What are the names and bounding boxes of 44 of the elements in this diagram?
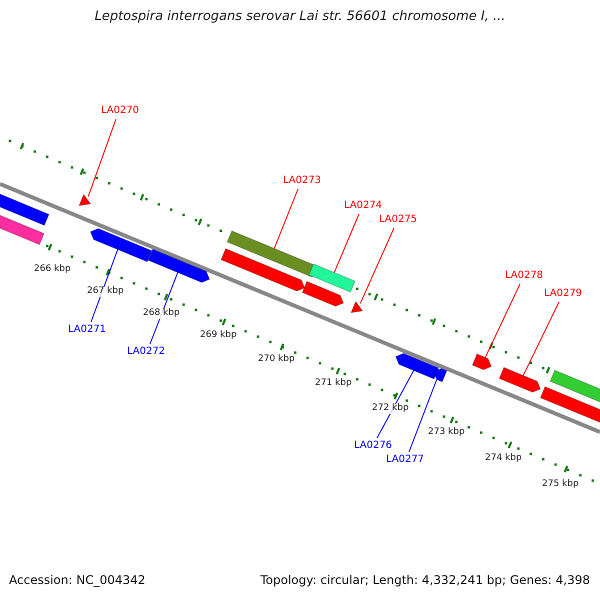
leader-line: [408, 379, 438, 452]
gene-label: LA0273: [281, 175, 323, 186]
gene-label: LA0272: [125, 346, 167, 357]
leader-line: [150, 272, 178, 344]
gene-label: LA0271: [66, 324, 108, 335]
accession-text: Accession: NC_004342: [9, 574, 146, 588]
gene-label: LA0270: [99, 105, 141, 116]
gene-segment: [540, 386, 600, 424]
gene-segment: [220, 248, 306, 292]
leader-line: [334, 214, 360, 273]
gene-segment: [90, 228, 152, 262]
gene-segment: [78, 194, 92, 206]
leader-line: [88, 118, 116, 197]
gene-label: LA0278: [503, 270, 545, 281]
scale-label: 274 kbp: [485, 454, 522, 464]
genome-info-text: Topology: circular; Length: 4,332,241 bp; Genes: 4,398: [260, 574, 590, 588]
leader-line: [360, 228, 394, 304]
leader-line: [522, 302, 560, 376]
gene-segment: [302, 280, 344, 307]
gene-segment: [350, 300, 364, 314]
scale-label: 269 kbp: [200, 331, 237, 341]
gene-label: LA0274: [342, 200, 384, 211]
gene-segment: [395, 352, 440, 380]
gene-segment: [308, 263, 356, 293]
gene-segment: [498, 366, 541, 393]
scale-label: 267 kbp: [87, 287, 124, 297]
title: Leptospira interrogans serovar Lai str. 56601 chromosome I, ...: [94, 10, 506, 24]
gene-label: LA0277: [384, 454, 426, 465]
scale-label: 275 kbp: [542, 480, 579, 490]
scale-label: 273 kbp: [428, 428, 465, 438]
gene-segment: [148, 248, 210, 283]
gene-label: LA0276: [352, 440, 394, 451]
scale-label: 268 kbp: [143, 309, 180, 319]
scale-label: 266 kbp: [34, 265, 71, 275]
leader-line: [90, 249, 118, 322]
scale-label: 271 kbp: [315, 379, 352, 389]
gene-label: LA0275: [377, 214, 419, 225]
scale-label: 272 kbp: [372, 404, 409, 414]
gene-label: LA0279: [542, 288, 584, 299]
gene-segment: [432, 368, 448, 382]
leader-line: [484, 284, 520, 358]
gene-segment: [472, 354, 492, 370]
scale-label: 270 kbp: [258, 355, 295, 365]
leader-line: [274, 188, 298, 249]
